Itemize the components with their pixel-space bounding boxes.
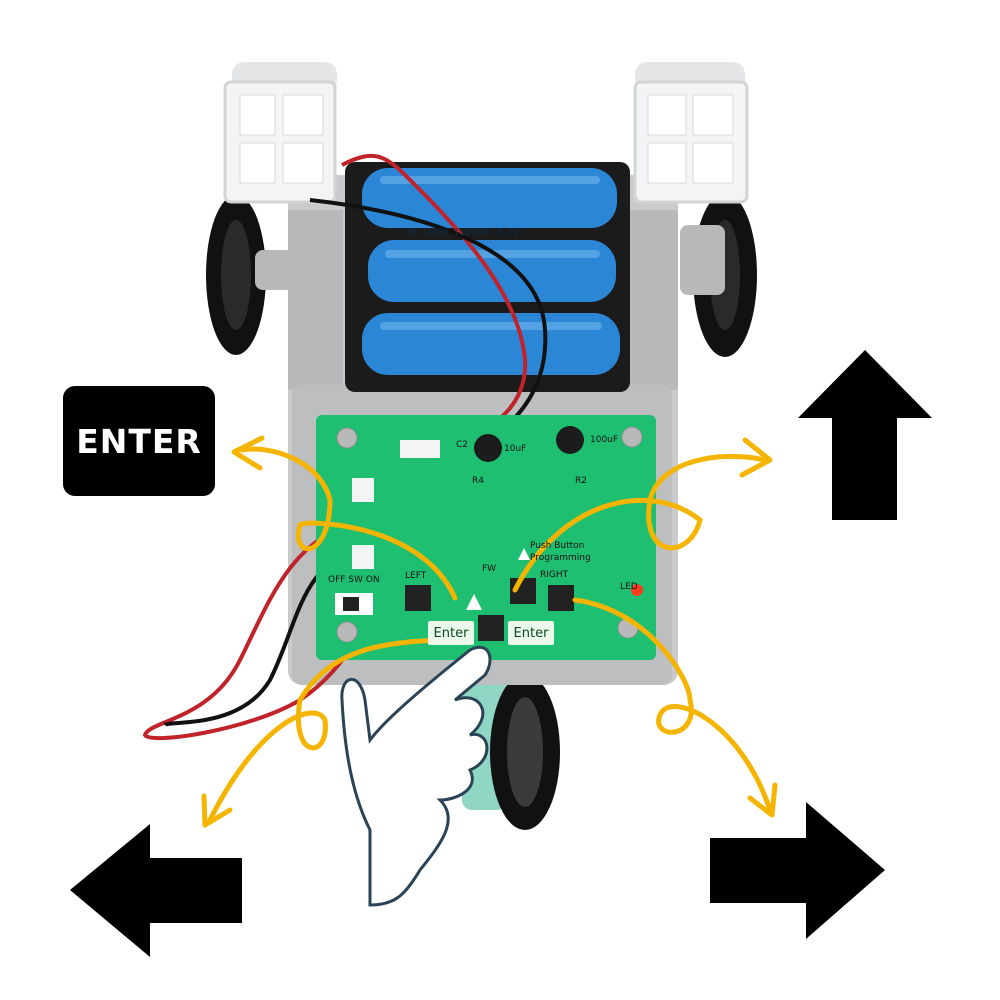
pcb-label-left: LEFT xyxy=(405,571,427,581)
wheel-right xyxy=(680,193,757,357)
battery-pack xyxy=(345,162,630,392)
wheel-left xyxy=(206,195,300,355)
enter-chip-left-label: Enter xyxy=(433,625,469,641)
pcb-label-fw: FW xyxy=(482,564,497,574)
pcb-label-cap1: 100uF xyxy=(590,435,619,445)
corner-block-left xyxy=(223,62,337,204)
battery-cell-label: JH 14500 1300mAh 3.7V xyxy=(405,228,519,238)
left-arrow-icon xyxy=(70,824,242,957)
pcb-board xyxy=(316,415,656,660)
pcb-label-push: Push Button xyxy=(530,541,585,551)
pcb-label-r2: R2 xyxy=(575,476,587,486)
pcb-label-led: LED xyxy=(620,582,638,592)
enter-chip-right-label: Enter xyxy=(513,625,549,641)
pcb-label-programming: Programming xyxy=(530,553,591,563)
curly-motion-arrow-icon xyxy=(201,435,778,828)
pcb-label-r4: R4 xyxy=(472,476,484,486)
enter-chip-left: Enter xyxy=(428,621,474,645)
up-arrow-icon xyxy=(798,350,932,520)
enter-chip-right: Enter xyxy=(508,621,554,645)
enter-badge-label: ENTER xyxy=(76,421,202,461)
hand-pointer-icon xyxy=(340,646,492,907)
enter-badge: ENTER xyxy=(63,386,215,496)
pcb-label-right: RIGHT xyxy=(540,570,569,580)
pcb-label-switch: OFF SW ON xyxy=(328,575,380,585)
pcb-label-c2: C2 xyxy=(456,440,469,450)
right-arrow-icon xyxy=(710,802,885,939)
pcb-label-cap2: 10uF xyxy=(504,444,527,454)
corner-block-right xyxy=(633,62,749,204)
